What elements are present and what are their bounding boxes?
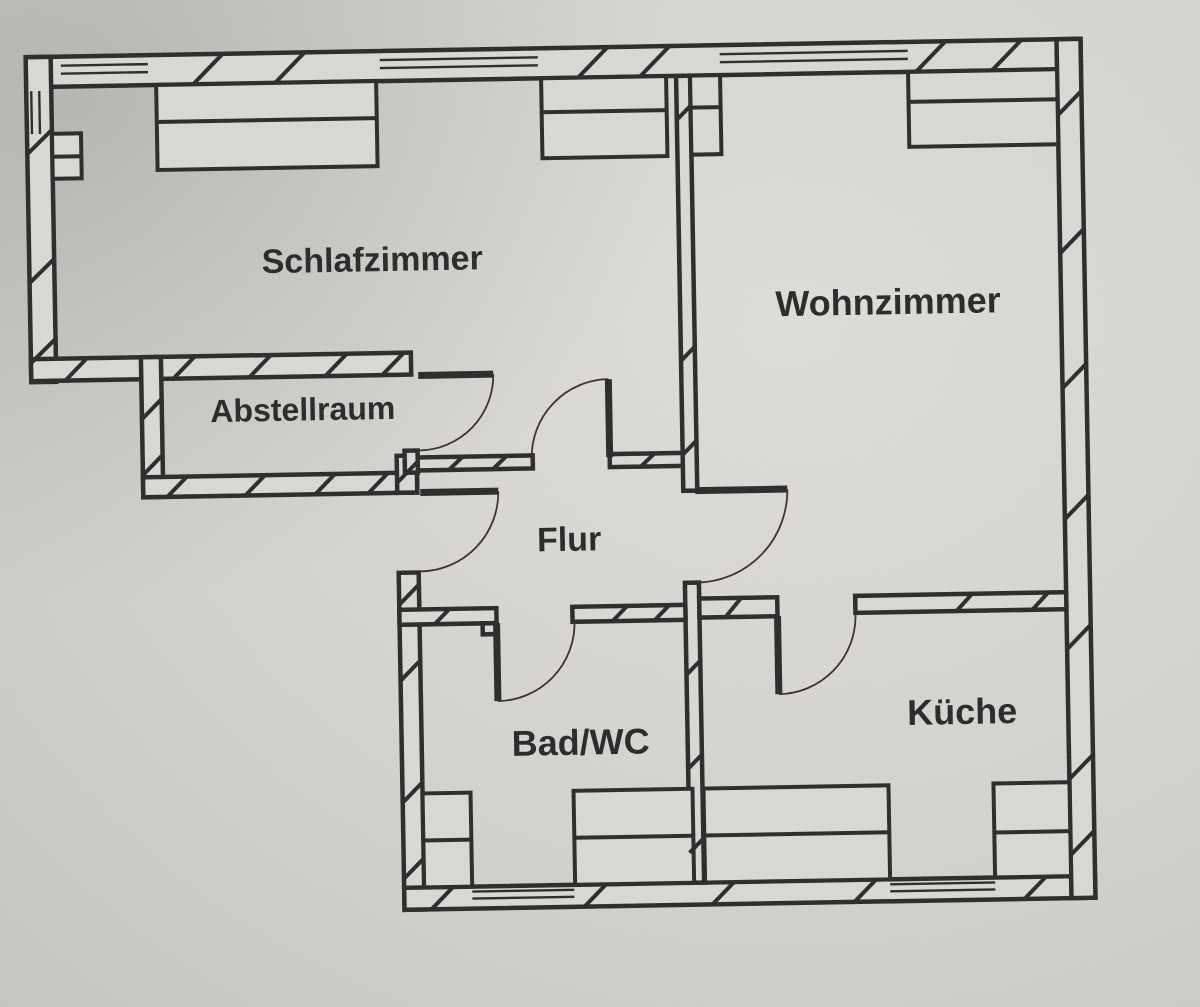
paper-grain-overlay xyxy=(0,0,1200,1007)
floor-plan-image: Schlafzimmer Wohnzimmer Abstellraum Flur… xyxy=(0,0,1200,1007)
floor-plan-photo: Schlafzimmer Wohnzimmer Abstellraum Flur… xyxy=(0,0,1200,1007)
